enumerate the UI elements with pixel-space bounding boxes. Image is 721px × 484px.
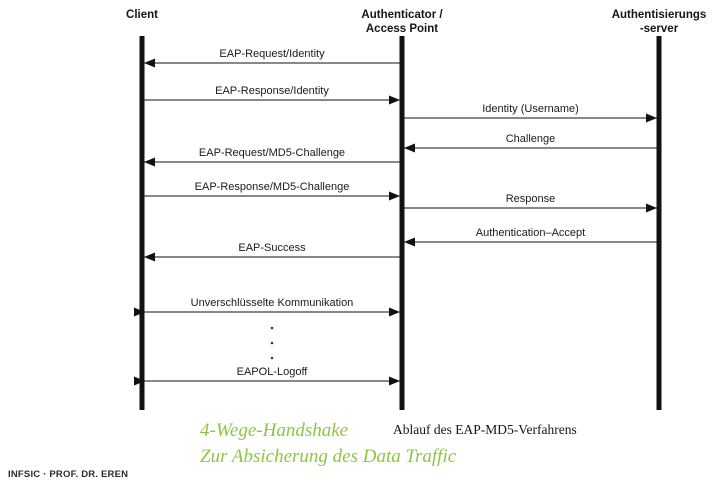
message-label: Identity (Username) — [482, 103, 579, 115]
caption-green-line2: Zur Absicherung des Data Traffic — [200, 446, 457, 467]
message-label: Authentication–Accept — [476, 227, 585, 239]
message-label: EAP-Request/Identity — [219, 48, 325, 60]
ellipsis-dot — [270, 356, 274, 360]
message-label: EAP-Response/MD5-Challenge — [195, 181, 350, 193]
actor-label-server: Authentisierungs -server — [612, 9, 707, 35]
message-label: EAP-Response/Identity — [215, 85, 329, 97]
message-label: EAPOL-Logoff — [237, 366, 309, 378]
message-label: Unverschlüsselte Kommunikation — [191, 297, 354, 309]
caption-title-black: Ablauf des EAP-MD5-Verfahrens — [393, 422, 577, 437]
ellipsis-dot — [270, 326, 274, 330]
actor-label-line1: Authenticator / — [361, 9, 443, 21]
message-label: Response — [506, 193, 556, 205]
actor-label-line2: Access Point — [366, 23, 438, 35]
message-group: EAP-Request/IdentityEAP-Response/Identit… — [134, 48, 657, 386]
actor-label-authenticator: Authenticator / Access Point — [361, 9, 443, 35]
footer-credit: INFSIC · PROF. DR. EREN — [8, 469, 128, 480]
actor-label-line2: -server — [640, 23, 679, 35]
ellipsis-dot — [270, 341, 274, 345]
message-label: EAP-Request/MD5-Challenge — [199, 147, 345, 159]
lifeline-group — [139, 36, 662, 410]
caption-green-line1: 4-Wege-Handshake — [200, 420, 348, 441]
ellipsis-dots — [270, 326, 274, 360]
actor-label-client: Client — [126, 9, 158, 21]
actor-label-line1: Client — [126, 9, 158, 21]
message-label: EAP-Success — [238, 242, 306, 254]
actor-label-line1: Authentisierungs — [612, 9, 707, 21]
message-label: Challenge — [506, 133, 556, 145]
